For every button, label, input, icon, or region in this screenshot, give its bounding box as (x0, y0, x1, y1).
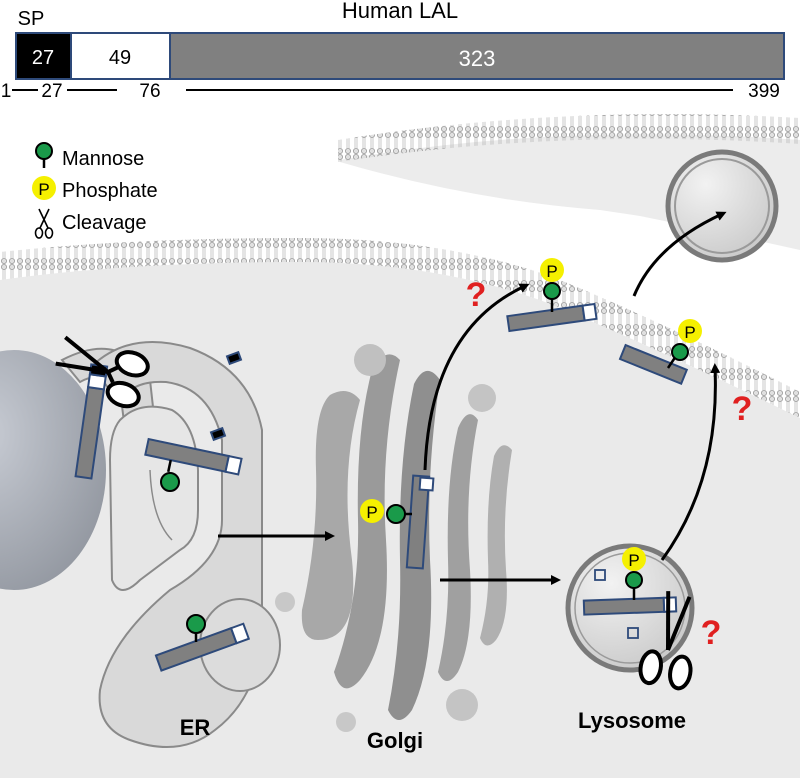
er-bulge-protein-propeptide (229, 622, 251, 645)
legend-phosphate-icon (32, 176, 56, 200)
lyso-scissor-handle-2 (668, 654, 693, 691)
receptor-phosphate-letter: P (684, 323, 695, 342)
lysosomal-phosphate-letter: P (628, 551, 639, 570)
secreted-protein-phosphate (540, 258, 564, 282)
golgi-protein-mature-domain (405, 474, 431, 570)
secreted-phosphate-letter: P (546, 262, 557, 281)
er-label: ER (180, 715, 211, 740)
legend-cleavage-icon (34, 208, 54, 239)
propeptide-fragment-1 (594, 569, 606, 581)
golgi-vesicle-3 (275, 592, 295, 612)
er-protein-mannose (160, 472, 180, 492)
legend-mannose-label: Mannose (62, 148, 144, 170)
golgi-vesicle-1 (354, 344, 386, 376)
legend-scissor-handle-1 (34, 227, 44, 239)
er-protein-glycan-stalk (167, 459, 172, 473)
lysosome-scissors (638, 591, 693, 691)
golgi-vesicle-5 (336, 712, 356, 732)
position-end: 399 (748, 81, 780, 102)
question-mark-cleavage: ? (701, 614, 722, 652)
sp-label: SP (18, 8, 45, 30)
mature-domain-length: 323 (459, 46, 496, 71)
legend-phosphate-label: Phosphate (62, 180, 158, 202)
golgi-protein-phosphate (360, 499, 384, 523)
golgi-protein: P (360, 474, 435, 570)
protein-domain-map: SP Human LAL 27 49 323 1 27 76 399 (1, 0, 785, 102)
scissor-blade-1 (64, 335, 110, 374)
er-nascent-protein (74, 363, 109, 480)
legend-phosphate-letter: P (38, 180, 49, 199)
arrow-to-neighbouring-cell (632, 211, 727, 297)
golgi-label: Golgi (367, 728, 423, 753)
secreted-protein: P (506, 258, 598, 333)
protein-title: Human LAL (342, 0, 458, 23)
receptor-protein-phosphate (678, 319, 702, 343)
endocytic-vesicle-inner (674, 158, 770, 254)
golgi-cisterna-4 (438, 414, 478, 681)
scissor-handle-2 (105, 380, 141, 409)
mature-domain-segment (169, 32, 785, 80)
lyso-scissor-blade-2 (666, 596, 692, 651)
propeptide-fragment-2 (627, 627, 639, 639)
nucleus (0, 350, 106, 590)
golgi-phosphate-letter: P (366, 503, 377, 522)
golgi-vesicle-2 (468, 384, 496, 412)
receptor-protein-mannose (671, 343, 689, 361)
golgi-vesicle-4 (446, 689, 478, 721)
adjacent-cell (338, 114, 800, 263)
scissor-blade-2 (55, 361, 109, 374)
golgi-protein-propeptide (418, 476, 435, 492)
legend-scissor-handle-2 (44, 227, 54, 239)
arrow-lysosome-to-membrane (660, 363, 721, 561)
golgi-cisterna-5 (480, 445, 512, 646)
secreted-protein-mannose (543, 282, 561, 300)
endocytic-vesicle (665, 149, 779, 263)
secreted-protein-propeptide (581, 302, 598, 322)
propeptide-segment (70, 32, 171, 80)
golgi-protein-mannose (386, 504, 406, 524)
plasma-membrane (0, 238, 800, 418)
lyso-scissor-handle-1 (638, 649, 663, 686)
legend-mannose-icon (35, 142, 53, 160)
adjacent-cell-membrane (338, 114, 800, 162)
er-glycosylated-protein (144, 437, 243, 476)
lysosome-label: Lysosome (578, 708, 686, 733)
question-marks: ? ? ? (466, 276, 753, 652)
question-mark-reuptake: ? (732, 390, 753, 428)
scissor-pivot (106, 365, 120, 384)
signal-peptide-length: 27 (32, 47, 54, 69)
legend-cleavage-label: Cleavage (62, 212, 147, 234)
er-bulge-protein (154, 622, 251, 672)
propeptide-length: 49 (109, 47, 131, 69)
lysosomal-protein: P (582, 547, 678, 616)
position-pro-end: 76 (139, 81, 160, 102)
question-mark-secretion: ? (466, 276, 487, 314)
trafficking-arrows (218, 211, 727, 585)
legend-scissor-blade-2 (39, 208, 50, 229)
legend: Mannose P Phosphate Cleavage (32, 142, 158, 239)
er-scissors (55, 335, 150, 409)
legend-scissor-blade-1 (38, 208, 49, 229)
signal-peptide-segment (15, 32, 72, 80)
er-bulge-protein-mannose (186, 614, 206, 634)
cleaved-signal-peptide-1 (225, 350, 243, 366)
lysosomal-protein-mature-domain (582, 596, 666, 616)
arrow-golgi-to-secretion (423, 283, 530, 471)
lysosomal-protein-phosphate (622, 547, 646, 571)
receptor-protein-mature-domain (618, 343, 689, 386)
lyso-scissor-blade-1 (666, 591, 671, 651)
er-fold-line (149, 469, 173, 541)
lysosomal-protein-mannose (625, 571, 643, 589)
scissor-handle-1 (114, 350, 150, 378)
receptor-bound-protein: P (618, 319, 702, 386)
cleaved-signal-peptide-2 (209, 426, 227, 442)
er-protein-propeptide (224, 454, 243, 476)
position-sp-end: 27 (41, 81, 62, 102)
golgi-cisterna-1 (301, 391, 360, 640)
position-start: 1 (1, 81, 12, 102)
